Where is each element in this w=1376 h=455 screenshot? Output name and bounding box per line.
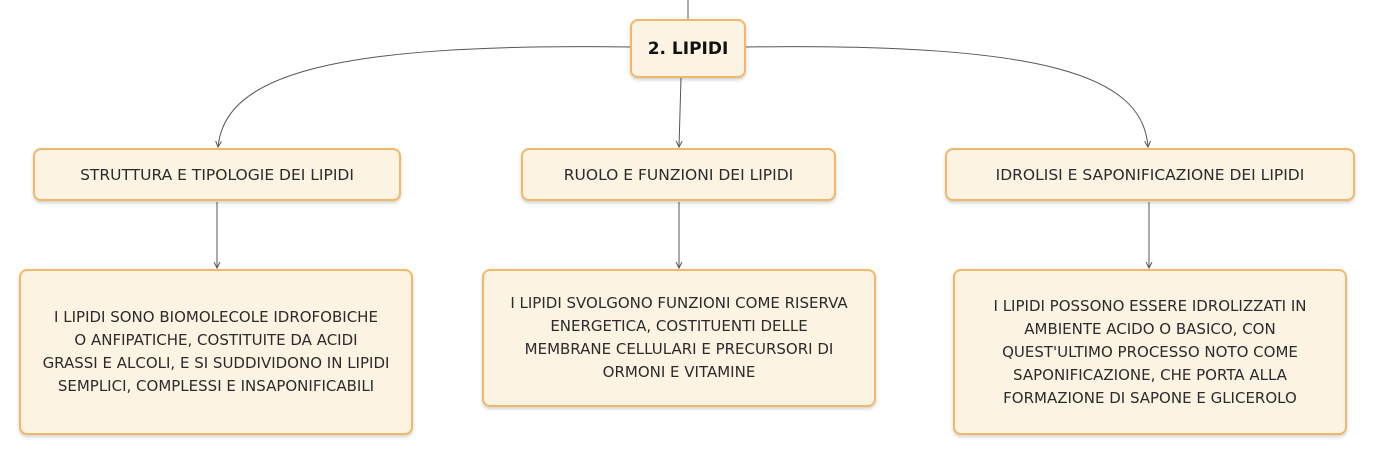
detail-line: AMBIENTE ACIDO O BASICO, CON	[1024, 319, 1276, 338]
connector-root-to-topic-1	[218, 46, 631, 147]
topic-node-label: RUOLO E FUNZIONI DEI LIPIDI	[563, 165, 794, 184]
detail-line: I LIPIDI SVOLGONO FUNZIONI COME RISERVA	[510, 294, 848, 312]
detail-node-ruolo[interactable]: I LIPIDI SVOLGONO FUNZIONI COME RISERVA …	[482, 269, 876, 407]
detail-line: ORMONI E VITAMINE	[602, 363, 756, 381]
topic-node-ruolo[interactable]: RUOLO E FUNZIONI DEI LIPIDI	[521, 148, 836, 201]
topic-node-label: IDROLISI E SAPONIFICAZIONE DEI LIPIDI	[995, 165, 1305, 184]
detail-line: SEMPLICI, COMPLESSI E INSAPONIFICABILI	[57, 377, 375, 395]
detail-node-struttura[interactable]: I LIPIDI SONO BIOMOLECOLE IDROFOBICHE O …	[19, 269, 413, 435]
root-node-label: 2. LIPIDI	[647, 38, 729, 59]
detail-text: I LIPIDI SVOLGONO FUNZIONI COME RISERVA …	[510, 292, 847, 384]
detail-line: I LIPIDI SONO BIOMOLECOLE IDROFOBICHE	[54, 308, 378, 326]
root-node[interactable]: 2. LIPIDI	[630, 19, 746, 78]
topic-node-label: STRUTTURA E TIPOLOGIE DEI LIPIDI	[80, 165, 354, 184]
detail-text: I LIPIDI SONO BIOMOLECOLE IDROFOBICHE O …	[43, 306, 390, 398]
topic-node-idrolisi[interactable]: IDROLISI E SAPONIFICAZIONE DEI LIPIDI	[945, 148, 1355, 201]
detail-line: O ANFIPATICHE, COSTITUITE DA ACIDI	[74, 331, 358, 349]
detail-line: GRASSI E ALCOLI, E SI SUDDIVIDONO IN LIP…	[42, 354, 390, 372]
detail-text: I LIPIDI POSSONO ESSERE IDROLIZZATI IN A…	[994, 295, 1307, 410]
connector-root-to-topic-2	[679, 77, 681, 147]
detail-line: MEMBRANE CELLULARI E PRECURSORI DI	[524, 340, 834, 358]
detail-line: I LIPIDI POSSONO ESSERE IDROLIZZATI IN	[993, 296, 1307, 315]
detail-line: ENERGETICA, COSTITUENTI DELLE	[550, 317, 808, 335]
detail-line: FORMAZIONE DI SAPONE E GLICEROLO	[1003, 388, 1297, 407]
connector-root-to-topic-3	[745, 46, 1148, 147]
detail-node-idrolisi[interactable]: I LIPIDI POSSONO ESSERE IDROLIZZATI IN A…	[953, 269, 1347, 435]
topic-node-struttura[interactable]: STRUTTURA E TIPOLOGIE DEI LIPIDI	[33, 148, 401, 201]
detail-line: SAPONIFICAZIONE, CHE PORTA ALLA	[1013, 365, 1287, 384]
detail-line: QUEST'ULTIMO PROCESSO NOTO COME	[1002, 342, 1298, 361]
